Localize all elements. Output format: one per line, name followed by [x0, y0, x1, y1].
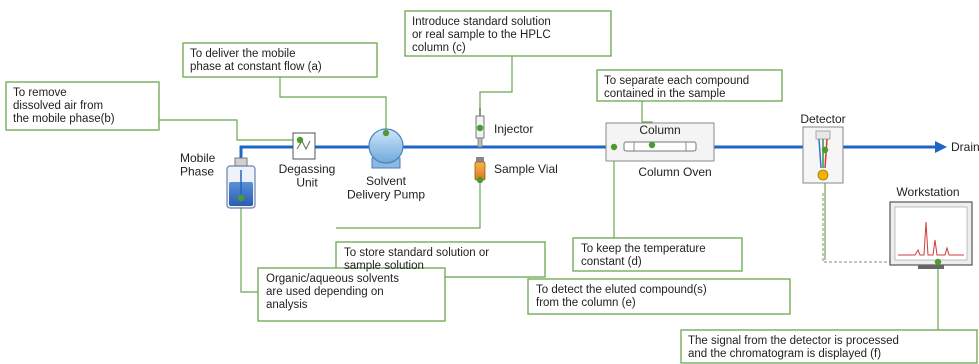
- injector-label: Injector: [494, 122, 533, 136]
- drain-label: Drain: [951, 140, 979, 154]
- detector-label: Detector: [800, 112, 845, 126]
- callout-box-injector: [404, 10, 612, 57]
- callout-box-workstation: [680, 329, 978, 364]
- callout-detector-text: To detect the eluted compound(s)from the…: [536, 284, 707, 309]
- dot-column: [648, 141, 656, 149]
- column-oven-label: Column Oven: [638, 165, 711, 179]
- callout-box-column: [596, 69, 783, 102]
- pump-icon: [368, 128, 404, 169]
- dot-injector: [476, 124, 484, 132]
- column-label: Column: [639, 123, 680, 137]
- callout-box-degas: [5, 81, 160, 131]
- dot-solvent: [237, 194, 245, 202]
- callout-box-detector: [527, 278, 791, 315]
- column-icon: [605, 122, 715, 162]
- bottle-icon: [226, 157, 256, 209]
- callout-box-pump: [182, 42, 378, 78]
- callout-box-solvent: [257, 267, 446, 322]
- dot-workstation: [934, 258, 942, 266]
- callout-workstation-text: The signal from the detector is processe…: [688, 335, 899, 360]
- workstation-label: Workstation: [896, 185, 959, 199]
- callout-dots: [237, 124, 942, 266]
- vial-icon: [474, 157, 486, 181]
- callout-box-oven: [572, 237, 743, 272]
- sample-vial-label: Sample Vial: [494, 162, 558, 176]
- dot-vial: [476, 176, 484, 184]
- dot-pump: [382, 129, 390, 137]
- callouts: [5, 10, 978, 364]
- dot-degas: [296, 136, 304, 144]
- dot-oven: [610, 143, 618, 151]
- detector-icon: [802, 126, 844, 184]
- dot-detector: [821, 146, 829, 154]
- monitor-icon: [889, 201, 973, 269]
- degasser-icon: [292, 132, 316, 160]
- drain-arrow-icon: [935, 141, 947, 153]
- signal-line: [822, 193, 890, 263]
